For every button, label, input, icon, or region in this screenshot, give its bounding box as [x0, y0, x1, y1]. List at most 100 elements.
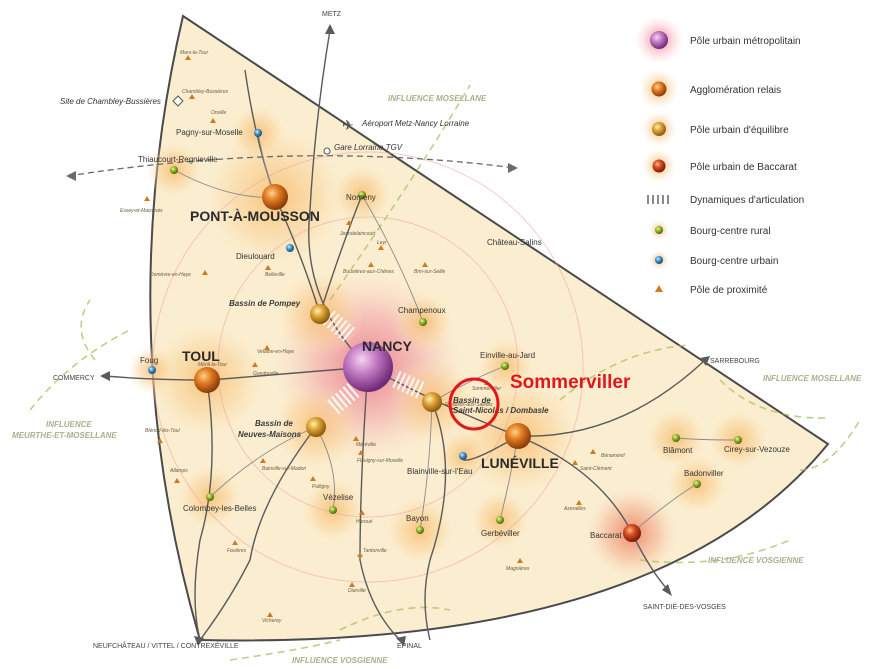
bassin-stnicolas-label-2: Saint-Nicolas / Dombasle — [453, 406, 549, 415]
rural-center-icon — [655, 226, 663, 234]
articulation-hatch-icon — [647, 195, 669, 204]
small-place-label: Leyr — [377, 240, 387, 246]
chambley-site-icon — [172, 95, 184, 107]
baccarat-pole — [623, 524, 641, 542]
tgv-station-icon — [323, 147, 331, 155]
blainville-center — [459, 452, 467, 460]
toul-pole — [194, 367, 220, 393]
arrow-head-metz — [325, 24, 335, 34]
colombey-center — [206, 493, 214, 501]
town-label-dieulouard: Dieulouard — [236, 252, 275, 261]
small-place-label: Bouxières-aux-Chênes — [343, 269, 394, 275]
town-label-einville: Einville-au-Jard — [480, 351, 535, 360]
poles — [194, 184, 641, 542]
arrow-head-neufchateau — [194, 636, 204, 646]
luneville-label: LUNÉVILLE — [481, 455, 559, 471]
articulation-dynamics — [322, 310, 425, 416]
chambley-site-label: Site de Chambley-Bussières — [60, 97, 161, 106]
influence-vosgienne-right: INFLUENCE VOSGIENNE — [708, 556, 804, 565]
pont-a-mousson-label: PONT-À-MOUSSON — [190, 208, 320, 224]
direction-saint-die: SAINT-DIÉ-DES-VOSGES — [643, 602, 726, 611]
town-labels: Pagny-sur-Moselle Thiaucourt-Regnieville… — [138, 128, 790, 540]
legend-label-metropolitan: Pôle urbain métropolitain — [690, 36, 801, 47]
town-label-cirey: Cirey-sur-Vezouze — [724, 445, 790, 454]
pompey-pole — [310, 304, 330, 324]
st-nicolas-pole — [422, 392, 442, 412]
gerbeviller-center — [496, 516, 504, 524]
town-label-gerbeviller: Gerbéviller — [481, 529, 520, 538]
influence-arcs — [29, 84, 861, 661]
neuves-maisons-pole — [306, 417, 326, 437]
direction-labels: METZ COMMERCY SARREBOURG SAINT-DIÉ-DES-V… — [53, 11, 760, 650]
small-place-label: Bénaménil — [601, 453, 626, 459]
small-place-label: Allamps — [169, 468, 188, 474]
influence-mosellane-top: INFLUENCE MOSELLANE — [388, 94, 487, 103]
legend-label-articulation: Dynamiques d'articulation — [690, 195, 804, 206]
small-place-label: Flavigny-sur-Moselle — [357, 458, 403, 464]
town-label-vezelise: Vézelise — [323, 493, 354, 502]
arrow-head-saint-die — [662, 584, 672, 596]
town-label-champenoux: Champenoux — [398, 306, 446, 315]
foug-center — [148, 366, 156, 374]
arrow-head-east — [508, 163, 518, 173]
direction-commercy: COMMERCY — [53, 375, 95, 382]
bayon-center — [416, 526, 424, 534]
legend-label-proximity: Pôle de proximité — [690, 285, 768, 296]
proximity-pole-icon — [655, 285, 663, 292]
relay-agglomeration-icon — [651, 81, 667, 97]
sommerviller-highlight-circle — [448, 377, 500, 431]
proximity-poles — [144, 55, 596, 617]
small-place-label: Velaine-en-Haye — [257, 349, 294, 355]
legend-label-rural: Bourg-centre rural — [690, 226, 771, 237]
small-place-label: Tantonville — [363, 548, 387, 554]
luneville-pole — [505, 423, 531, 449]
pagny-center — [254, 129, 262, 137]
tgv-station-label: Gare Lorraine TGV — [334, 143, 403, 152]
bassin-neuves-label-2: Neuves-Maisons — [238, 430, 302, 439]
town-label-baccarat: Baccarat — [590, 531, 622, 540]
balance-pole-icon — [652, 122, 666, 136]
town-label-foug: Foug — [140, 356, 158, 365]
influence-vosgienne-bottom: INFLUENCE VOSGIENNE — [292, 656, 388, 665]
direction-epinal: EPINAL — [397, 643, 422, 650]
small-place-label: Jeandelaincourt — [339, 231, 376, 237]
small-place-label: Chambley-Bussières — [182, 89, 229, 95]
nancy-pole — [343, 342, 393, 392]
arrow-head-west — [66, 171, 76, 181]
influence-meurthe-2: MEURTHE-ET-MOSELLANE — [12, 431, 117, 440]
tgv-line — [67, 155, 516, 177]
thiaucourt-center — [170, 166, 178, 174]
pont-a-mousson-pole — [262, 184, 288, 210]
airport-label: Aéroport Metz-Nancy Lorraine — [361, 119, 470, 128]
badonviller-center — [693, 480, 701, 488]
town-label-nomeny: Nomeny — [346, 193, 376, 202]
toul-label: TOUL — [182, 348, 220, 364]
influence-mosellane-right: INFLUENCE MOSELLANE — [763, 374, 862, 383]
small-place-label: Essey-et-Maizerais — [120, 208, 163, 214]
small-place-label: Favières — [227, 548, 247, 554]
small-place-label: Magnières — [506, 566, 530, 572]
metropolitan-pole-icon — [650, 31, 668, 49]
nomeny-center — [358, 191, 366, 199]
small-place-label: Sommerviller — [472, 386, 502, 392]
small-place-label: Gondreville — [253, 371, 279, 377]
small-place-label: Bainville-sur-Madon — [262, 466, 306, 472]
town-label-blainville: Blainville-sur-l'Eau — [407, 467, 473, 476]
legend: Pôle urbain métropolitain Agglomération … — [635, 16, 804, 296]
small-place-label: Saint-Clément — [580, 466, 612, 472]
small-place-label: Belleville — [265, 272, 285, 278]
town-label-bayon: Bayon — [406, 514, 429, 523]
small-place-label: Azerailles — [563, 506, 586, 512]
baccarat-pole-icon — [652, 159, 666, 173]
direction-metz: METZ — [322, 11, 342, 18]
airport-icon: ✈ — [342, 118, 354, 134]
town-label-colombey: Colombey-les-Belles — [183, 504, 256, 513]
town-label-badonviller: Badonviller — [684, 469, 724, 478]
small-place-label: Domèvre-en-Haye — [150, 272, 191, 278]
small-place-label: Vicherey — [262, 618, 282, 624]
bassin-neuves-label-1: Bassin de — [255, 419, 293, 428]
urban-center-icon — [655, 256, 663, 264]
arrow-head-sarrebourg — [700, 356, 710, 366]
bassin-pompey-label: Bassin de Pompey — [229, 299, 301, 308]
small-place-label: Ménil-la-Tour — [198, 362, 227, 368]
